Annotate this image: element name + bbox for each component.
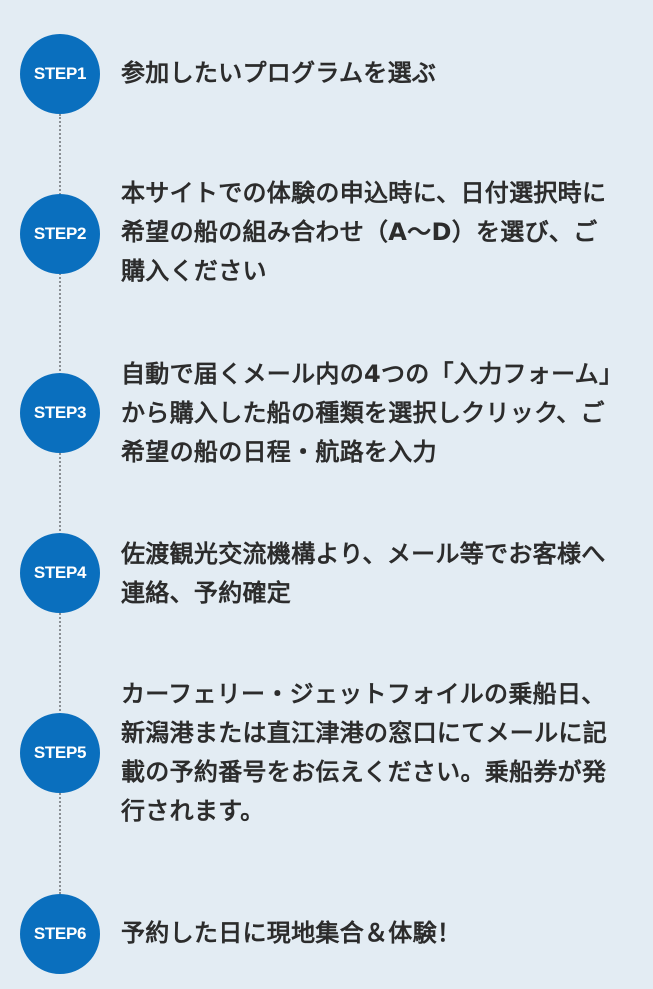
step-badge-1: STEP1 — [20, 34, 100, 114]
step-badge-3: STEP3 — [20, 373, 100, 453]
step-text-5: カーフェリー・ジェットフォイルの乗船日、新潟港または直江津港の窓口にてメールに記… — [121, 680, 607, 825]
step-text-4: 佐渡観光交流機構より、メール等でお客様へ連絡、予約確定 — [121, 540, 606, 607]
step-badge-4: STEP4 — [20, 533, 100, 613]
step-badge-6: STEP6 — [20, 894, 100, 974]
step-text-6: 予約した日に現地集合＆体験！ — [121, 919, 462, 947]
step-text-2: 本サイトでの体験の申込時に、日付選択時に希望の船の組み合わせ（A〜D）を選び、ご… — [121, 179, 607, 285]
step-text-1: 参加したいプログラムを選ぶ — [121, 59, 437, 87]
step-connector-line — [59, 114, 61, 894]
step-badge-2: STEP2 — [20, 194, 100, 274]
step-badge-5: STEP5 — [20, 713, 100, 793]
step-text-3: 自動で届くメール内の4つの「入力フォーム」から購入した船の種類を選択しクリック、… — [121, 360, 612, 466]
